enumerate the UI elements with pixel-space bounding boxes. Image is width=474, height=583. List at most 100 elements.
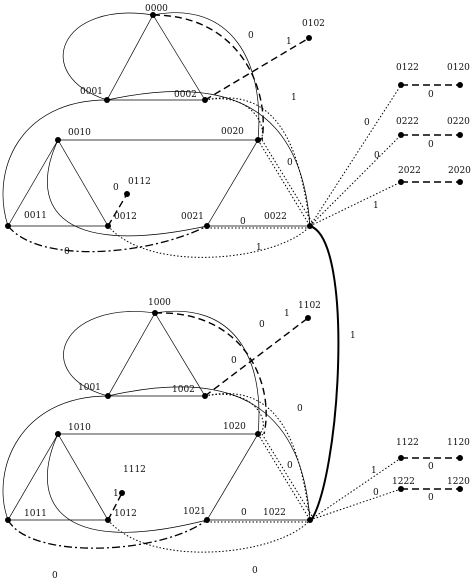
edge bbox=[47, 433, 208, 533]
edge bbox=[154, 312, 267, 435]
edge-label: 1 bbox=[284, 309, 290, 319]
edge bbox=[63, 311, 156, 397]
node-0010 bbox=[55, 137, 61, 143]
edge bbox=[206, 433, 259, 521]
node-label: 1120 bbox=[447, 438, 470, 448]
node-1220 bbox=[457, 486, 463, 492]
edge bbox=[309, 84, 402, 227]
edge bbox=[152, 14, 264, 141]
edge bbox=[309, 225, 340, 523]
edge bbox=[57, 139, 109, 227]
node-0120 bbox=[457, 82, 463, 88]
edge-label: 1 bbox=[256, 243, 262, 253]
edge bbox=[206, 139, 259, 227]
node-label: 0102 bbox=[302, 19, 325, 29]
node-label: 2022 bbox=[398, 166, 421, 176]
node-label: 0021 bbox=[181, 212, 204, 222]
edge bbox=[7, 433, 59, 521]
edge bbox=[107, 312, 156, 397]
node-0222 bbox=[398, 132, 404, 138]
edge-label: 0 bbox=[259, 320, 265, 330]
edge-label: 0 bbox=[428, 462, 434, 472]
node-label: 1000 bbox=[148, 298, 171, 308]
edge bbox=[261, 139, 313, 223]
node-1002 bbox=[202, 393, 208, 399]
node-0001 bbox=[104, 97, 110, 103]
edge-label: 0 bbox=[240, 217, 246, 227]
edge bbox=[7, 225, 208, 253]
edge bbox=[204, 37, 310, 101]
edge-label: 0 bbox=[252, 566, 258, 576]
edge-label: 1 bbox=[291, 93, 297, 103]
node-1010 bbox=[55, 431, 61, 437]
edge bbox=[106, 91, 311, 227]
node-0122 bbox=[398, 82, 404, 88]
node-label: 1012 bbox=[114, 509, 137, 519]
node-label: 1220 bbox=[447, 477, 470, 487]
edge bbox=[107, 519, 311, 553]
node-0012 bbox=[105, 223, 111, 229]
edge bbox=[106, 14, 154, 101]
node-label: 0120 bbox=[447, 63, 470, 73]
node-label: 0010 bbox=[68, 128, 91, 138]
edge bbox=[154, 311, 260, 435]
node-1000 bbox=[152, 310, 158, 316]
edge bbox=[257, 433, 311, 521]
node-1222 bbox=[398, 486, 404, 492]
edge bbox=[62, 12, 154, 101]
node-0022 bbox=[307, 223, 313, 229]
node-0220 bbox=[457, 132, 463, 138]
node-0102 bbox=[306, 35, 312, 41]
node-0020 bbox=[255, 137, 261, 143]
edge bbox=[2, 395, 109, 521]
node-label: 0122 bbox=[396, 63, 419, 73]
top-graph bbox=[2, 12, 460, 258]
node-label: 0020 bbox=[221, 127, 244, 137]
node-label: 0002 bbox=[174, 90, 197, 100]
edge-label: 1 bbox=[113, 489, 119, 499]
edge-label: 1 bbox=[371, 466, 377, 476]
node-1001 bbox=[105, 393, 111, 399]
edge-label: 0 bbox=[373, 488, 379, 498]
edge-label: 1 bbox=[286, 37, 292, 47]
edge bbox=[261, 433, 313, 517]
node-label: 1122 bbox=[396, 438, 419, 448]
node-1022 bbox=[307, 517, 313, 523]
bottom-graph bbox=[2, 311, 460, 553]
node-0011 bbox=[5, 223, 11, 229]
node-label: 0112 bbox=[128, 177, 151, 187]
edge bbox=[309, 134, 402, 227]
node-1011 bbox=[5, 517, 11, 523]
node-2020 bbox=[457, 179, 463, 185]
edge bbox=[309, 488, 402, 521]
edge-label: 0 bbox=[287, 158, 293, 168]
node-label: 1102 bbox=[298, 301, 321, 311]
edge-label: 0 bbox=[287, 461, 293, 471]
nodes bbox=[5, 12, 463, 523]
edge-label: 0 bbox=[428, 493, 434, 503]
edge bbox=[107, 225, 311, 258]
node-label: 0220 bbox=[447, 117, 470, 127]
node-label: 2020 bbox=[448, 166, 471, 176]
edge-label: 0 bbox=[64, 247, 70, 257]
edge bbox=[204, 97, 311, 227]
node-1021 bbox=[204, 517, 210, 523]
edge-label: 0 bbox=[248, 31, 254, 41]
node-label: 0001 bbox=[80, 87, 103, 97]
node-1122 bbox=[398, 455, 404, 461]
node-2022 bbox=[398, 179, 404, 185]
node-label: 0222 bbox=[396, 117, 419, 127]
edge bbox=[107, 386, 311, 521]
edge bbox=[7, 139, 59, 227]
edge bbox=[152, 12, 260, 141]
node-label: 1011 bbox=[24, 509, 47, 519]
edge-label: 0 bbox=[364, 118, 370, 128]
node-1112 bbox=[119, 490, 125, 496]
edge bbox=[309, 457, 402, 521]
node-label: 1022 bbox=[263, 508, 286, 518]
edge bbox=[152, 14, 206, 101]
edge bbox=[204, 393, 264, 435]
edge-label: 1 bbox=[350, 331, 356, 341]
node-label: 0011 bbox=[24, 211, 47, 221]
edge bbox=[57, 433, 109, 521]
